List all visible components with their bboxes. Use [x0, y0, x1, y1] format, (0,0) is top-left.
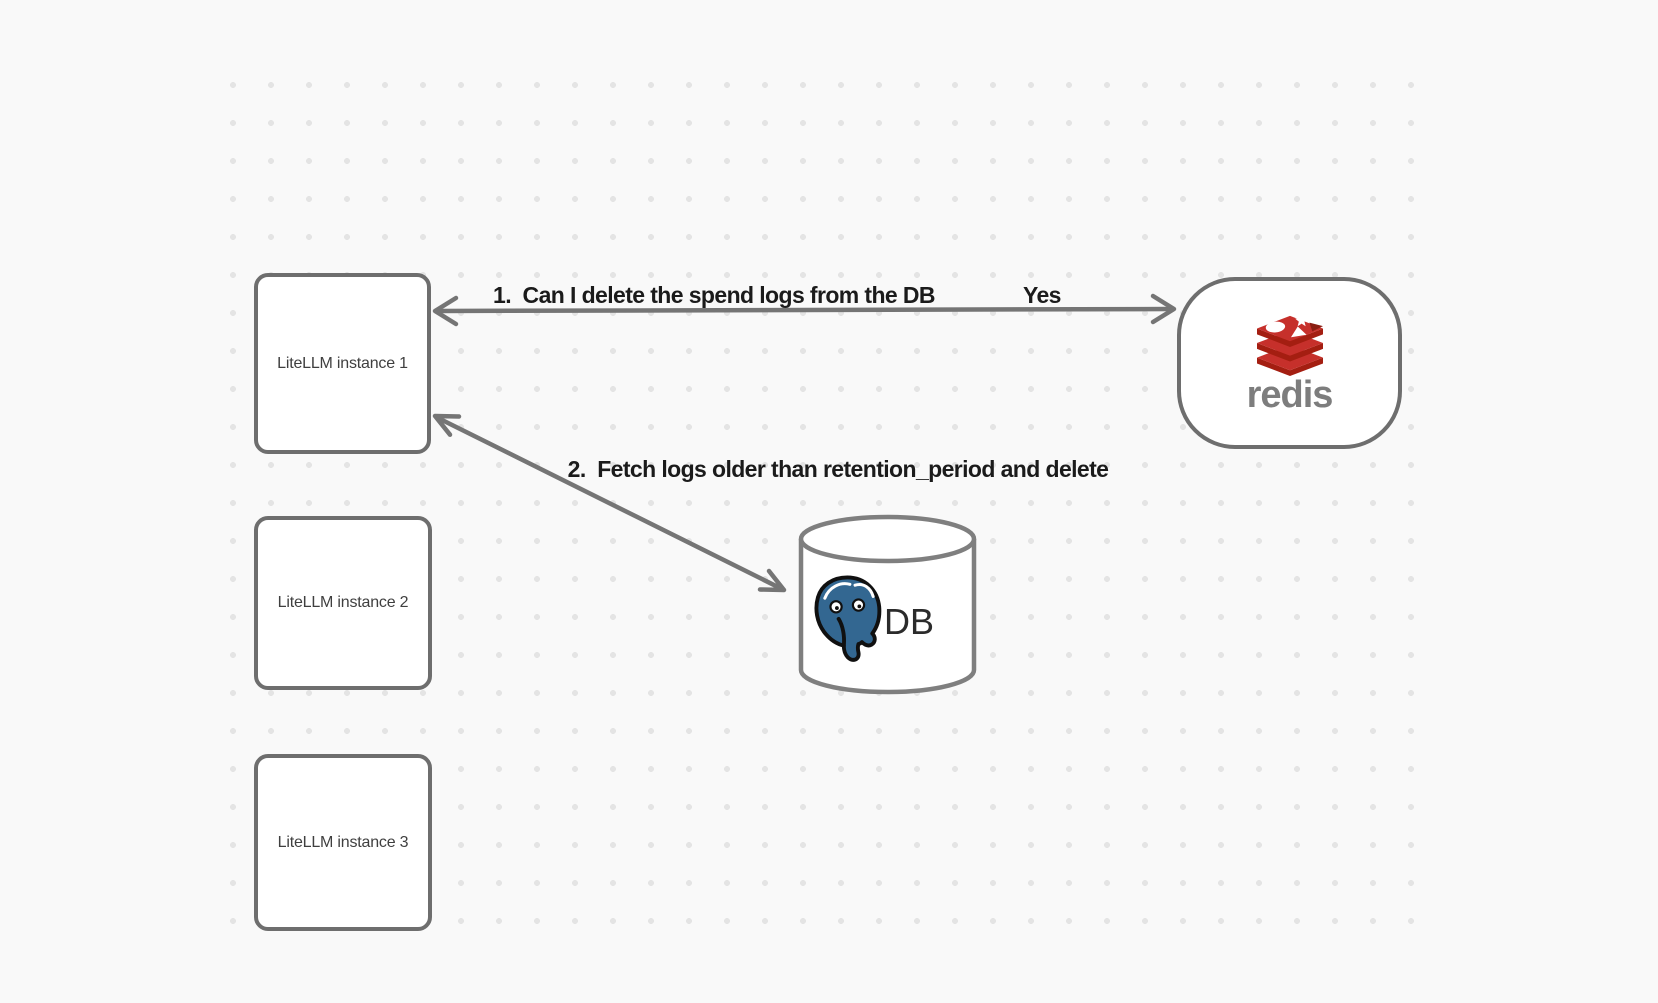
node-label: LiteLLM instance 2 [277, 594, 409, 611]
arrow2-action-label[interactable]: 2. Fetch logs older than retention_perio… [567, 456, 1109, 482]
arrow-litellm-db[interactable] [432, 413, 787, 593]
node-litellm-instance-1[interactable]: LiteLLM instance 1 [254, 273, 431, 454]
node-redis[interactable]: redis [1177, 277, 1402, 449]
node-label: LiteLLM instance 3 [277, 833, 409, 851]
node-litellm-instance-2[interactable]: LiteLLM instance 2 [254, 516, 432, 690]
arrow1-question-label[interactable]: 1. Can I delete the spend logs from the … [493, 282, 936, 308]
postgresql-logo-icon [814, 575, 882, 662]
arrow-litellm-redis[interactable] [432, 293, 1177, 327]
node-database[interactable]: DB [796, 512, 979, 697]
redis-logo-icon [1256, 313, 1323, 377]
node-litellm-instance-3[interactable]: LiteLLM instance 3 [254, 754, 432, 931]
redis-wordmark: redis [1246, 374, 1334, 416]
node-label: LiteLLM instance 1 [277, 354, 408, 372]
database-label: DB [884, 601, 935, 642]
arrow1-response-label[interactable]: Yes [1023, 282, 1061, 308]
